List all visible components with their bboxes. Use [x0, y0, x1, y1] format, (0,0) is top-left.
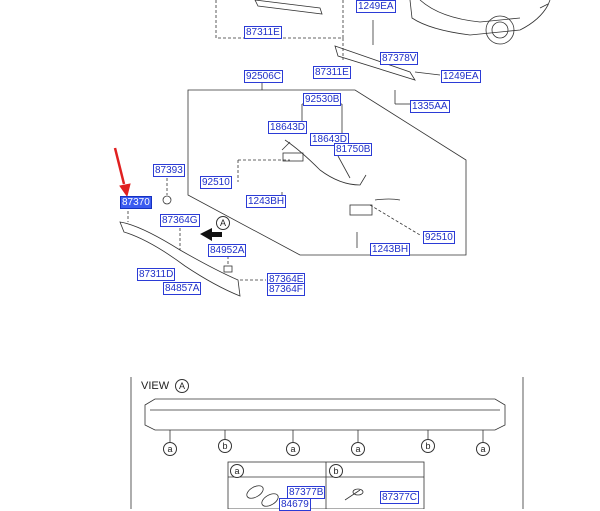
main-assembly-frame [187, 89, 467, 256]
part-label[interactable]: 87311E [313, 66, 351, 79]
part-label[interactable]: 87393 [153, 164, 185, 177]
part-label[interactable]: 87311E [244, 26, 282, 39]
part-label[interactable]: 81750B [334, 143, 373, 156]
callout-marker: a [286, 442, 300, 456]
part-label[interactable]: 92506C [244, 70, 284, 83]
view-title: VIEW [141, 380, 170, 392]
callout-marker: a [351, 442, 365, 456]
callout-marker: b [421, 439, 435, 453]
detail-header-marker: b [329, 464, 343, 478]
view-title-ref: A [175, 379, 189, 393]
part-label[interactable]: 1335AA [410, 100, 450, 113]
part-label[interactable]: 87311D [137, 268, 176, 281]
callout-marker: a [476, 442, 490, 456]
part-label[interactable]: 92510 [423, 231, 455, 244]
selected-part-label[interactable]: 87370 [120, 196, 152, 209]
part-label[interactable]: 1249EA [356, 0, 396, 13]
part-label[interactable]: 92510 [200, 176, 232, 189]
part-label[interactable]: 84952A [208, 244, 247, 257]
part-label[interactable]: 87378V [380, 52, 419, 65]
part-label[interactable]: 87364F [267, 283, 305, 296]
selection-arrow [113, 147, 131, 198]
car-wheel [485, 15, 515, 45]
part-label[interactable]: 1249EA [441, 70, 481, 83]
detail-header-marker: a [230, 464, 244, 478]
view-reference-marker: A [216, 216, 230, 230]
callout-marker: a [163, 442, 177, 456]
part-label[interactable]: 1243BH [246, 195, 287, 208]
part-label[interactable]: 87377C [380, 491, 420, 504]
part-label[interactable]: 1243BH [370, 243, 411, 256]
view-direction-arrow [200, 228, 222, 241]
upper-garnish [254, 0, 323, 15]
part-label[interactable]: 18643D [310, 133, 350, 146]
part-label[interactable]: 92530B [303, 93, 342, 106]
part-label[interactable]: 87364G [160, 214, 200, 227]
part-label[interactable]: 18643D [268, 121, 308, 134]
car-outline [409, 0, 551, 36]
callout-marker: b [218, 439, 232, 453]
part-label[interactable]: 84857A [163, 282, 202, 295]
wiring-harness [284, 139, 367, 186]
view-a-garnish [144, 398, 506, 431]
part-label[interactable]: 84679 [279, 498, 311, 511]
tailgate-garnish [119, 221, 241, 297]
